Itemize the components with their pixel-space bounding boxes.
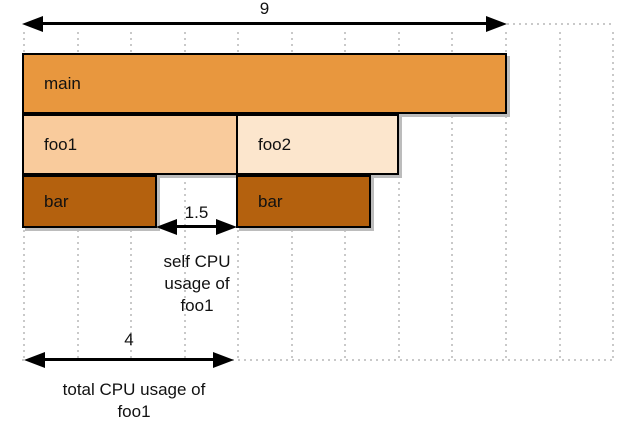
gridline: [451, 32, 453, 360]
gridline: [559, 32, 561, 360]
frame-main-label: main: [44, 73, 81, 93]
frame-bar-under-foo1: bar: [22, 175, 157, 228]
arrowhead-right-icon: [216, 219, 237, 235]
frame-main: main: [22, 53, 507, 114]
total-cpu-caption: total CPU usage of foo1: [34, 379, 234, 423]
gridline: [505, 32, 507, 360]
arrowhead-left-icon: [156, 219, 177, 235]
caption-line: total CPU usage of: [62, 380, 206, 399]
self-cpu-value: 1.5: [184, 203, 209, 222]
total-width-value: 9: [259, 0, 270, 18]
frame-foo2: foo2: [236, 114, 399, 175]
arrow-line: [171, 225, 222, 228]
gridline: [398, 32, 400, 360]
arrow-line: [39, 358, 219, 361]
self-cpu-caption: self CPU usage of foo1: [136, 251, 258, 317]
gridline: [612, 32, 614, 360]
total-width-arrow: [22, 16, 507, 32]
self-cpu-arrow: [156, 219, 237, 235]
frame-foo2-label: foo2: [258, 134, 292, 154]
dotted-baseline-bottom: [22, 359, 614, 361]
dotted-baseline-top: [507, 23, 613, 25]
total-cpu-value: 4: [124, 330, 134, 349]
arrowhead-left-icon: [24, 352, 45, 368]
arrow-line: [37, 22, 492, 25]
gridline: [184, 32, 186, 360]
frame-bar-under-foo1-label: bar: [44, 191, 69, 211]
frame-foo1: foo1: [22, 114, 238, 175]
arrowhead-right-icon: [213, 352, 234, 368]
arrowhead-left-icon: [22, 16, 43, 32]
frame-foo1-label: foo1: [44, 134, 78, 154]
frame-bar-under-foo2: bar: [236, 175, 371, 228]
total-cpu-arrow: [24, 352, 234, 368]
caption-line: foo1: [180, 296, 214, 315]
caption-line: self CPU: [163, 252, 231, 271]
arrowhead-right-icon: [486, 16, 507, 32]
caption-line: foo1: [117, 402, 151, 421]
frame-bar-under-foo2-label: bar: [258, 191, 283, 211]
caption-line: usage of: [164, 274, 230, 293]
